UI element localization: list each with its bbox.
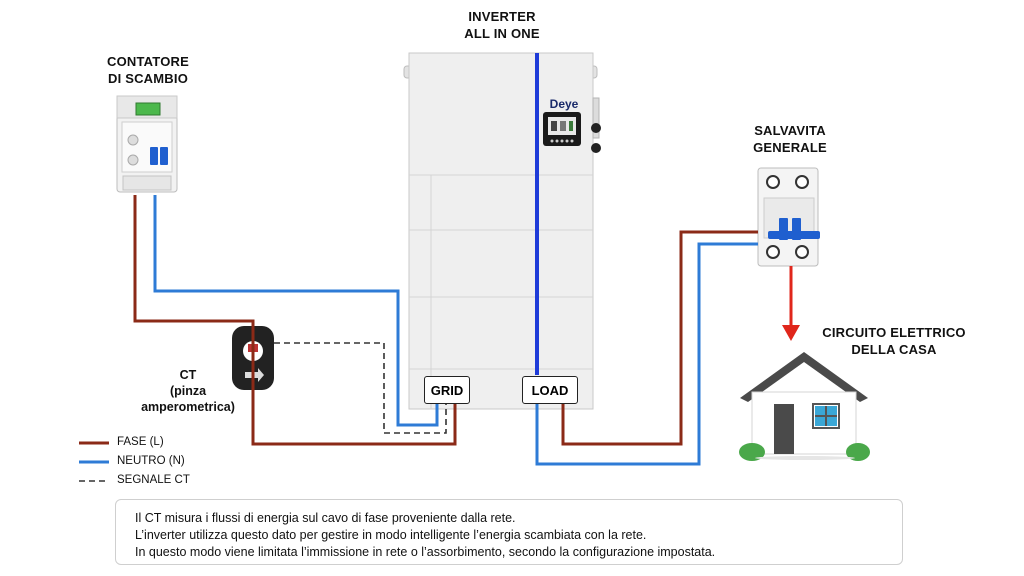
ct-title-line3: amperometrica) [141, 400, 235, 414]
info-line-2: L’inverter utilizza questo dato per gest… [135, 528, 647, 542]
legend-lines [79, 441, 109, 482]
house-title: CIRCUITO ELETTRICO DELLA CASA [804, 324, 984, 358]
inverter-title-line1: INVERTER [468, 9, 536, 24]
info-line-1: Il CT misura i flussi di energia sul cav… [135, 511, 516, 525]
ct-title-line1: CT [179, 368, 197, 382]
grid-terminal: GRID [424, 376, 470, 404]
ct-title: CT (pinza amperometrica) [128, 367, 248, 415]
energy-meter [116, 95, 178, 193]
inverter-brand: Deye [549, 97, 579, 111]
legend-signal: SEGNALE CT [117, 474, 190, 486]
meter-title-line1: CONTATORE [107, 54, 189, 69]
breaker-title-line2: GENERALE [753, 140, 827, 155]
breaker-title: SALVAVITA GENERALE [735, 122, 845, 156]
legend-phase: FASE (L) [117, 436, 164, 448]
main-breaker [757, 167, 820, 267]
inverter-display [543, 112, 581, 146]
meter-title-line2: DI SCAMBIO [108, 71, 188, 86]
wires [133, 195, 758, 466]
inverter-title-line2: ALL IN ONE [464, 26, 540, 41]
load-terminal: LOAD [522, 376, 578, 404]
info-box: Il CT misura i flussi di energia sul cav… [115, 499, 903, 565]
info-line-3: In questo modo viene limitata l’immissio… [135, 545, 716, 559]
ct-title-line2: (pinza [169, 384, 207, 398]
legend-neutral: NEUTRO (N) [117, 455, 185, 467]
breaker-title-line1: SALVAVITA [754, 123, 826, 138]
meter-title: CONTATORE DI SCAMBIO [93, 53, 203, 87]
house-icon [739, 352, 870, 461]
inverter-title: INVERTER ALL IN ONE [452, 8, 552, 42]
house-title-line1: CIRCUITO ELETTRICO [822, 325, 966, 340]
house-title-line2: DELLA CASA [851, 342, 937, 357]
arrow-to-house [782, 266, 800, 341]
